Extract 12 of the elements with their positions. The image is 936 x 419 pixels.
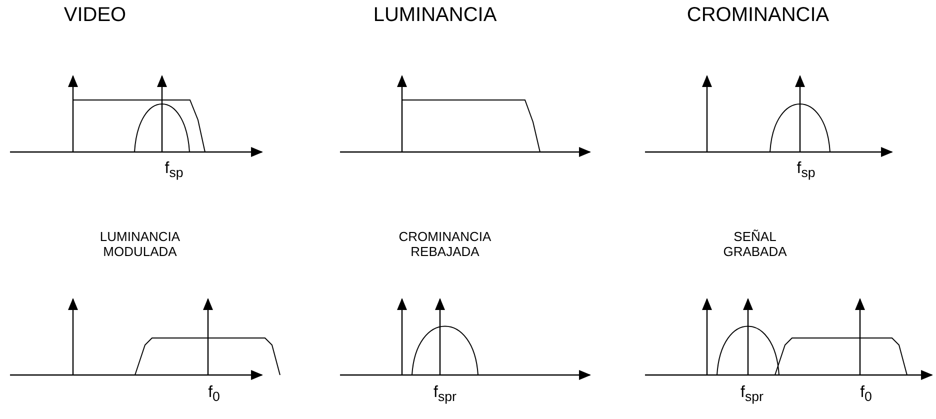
frequency-label: f$_{0}$ xyxy=(860,384,872,404)
chart-title: CROMINANCIA REBAJADA xyxy=(398,230,492,260)
chart-title: LUMINANCIA MODULADA xyxy=(98,230,182,260)
chart-title: CROMINANCIA xyxy=(686,4,830,27)
chart-title: SEÑAL GRABADA xyxy=(722,230,788,260)
frequency-label: f$_{0}$ xyxy=(208,384,220,404)
frequency-label: f$_{spr}$ xyxy=(740,384,764,404)
frequency-label: f$_{sp}$ xyxy=(164,160,184,180)
chart-title: LUMINANCIA xyxy=(373,4,497,27)
frequency-label: f$_{spr}$ xyxy=(434,384,456,404)
frequency-label: f$_{sp}$ xyxy=(796,160,816,180)
chart-title: VIDEO xyxy=(64,4,126,27)
